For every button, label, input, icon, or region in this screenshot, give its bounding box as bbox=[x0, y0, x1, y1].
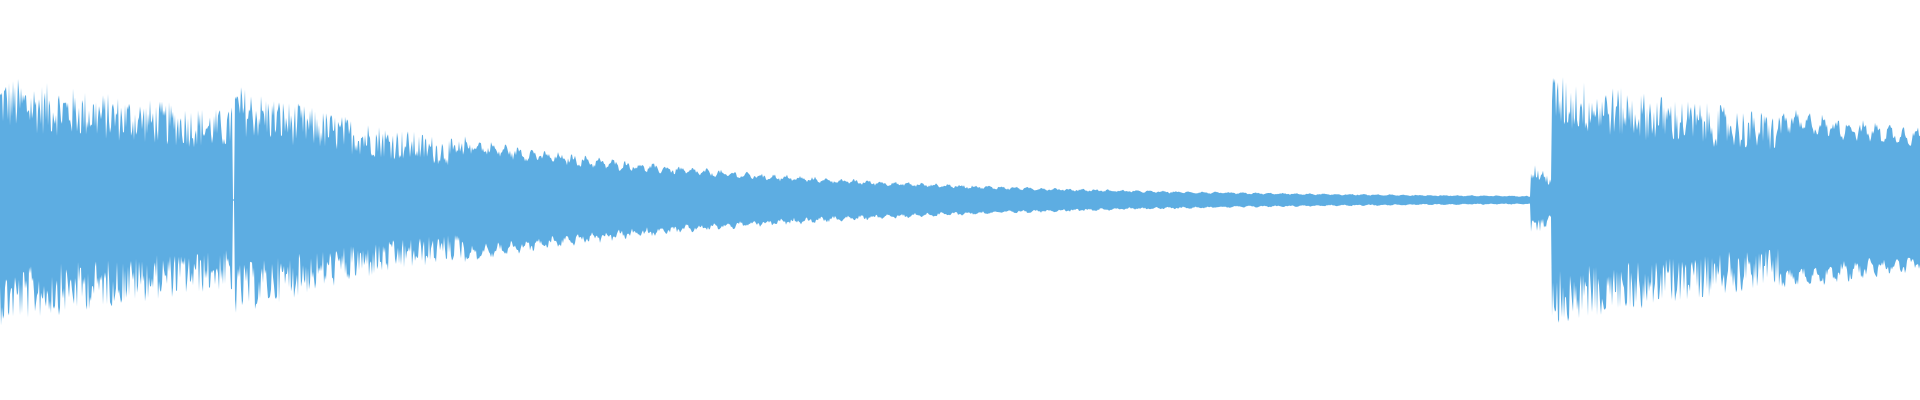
waveform-envelope bbox=[0, 77, 1920, 326]
